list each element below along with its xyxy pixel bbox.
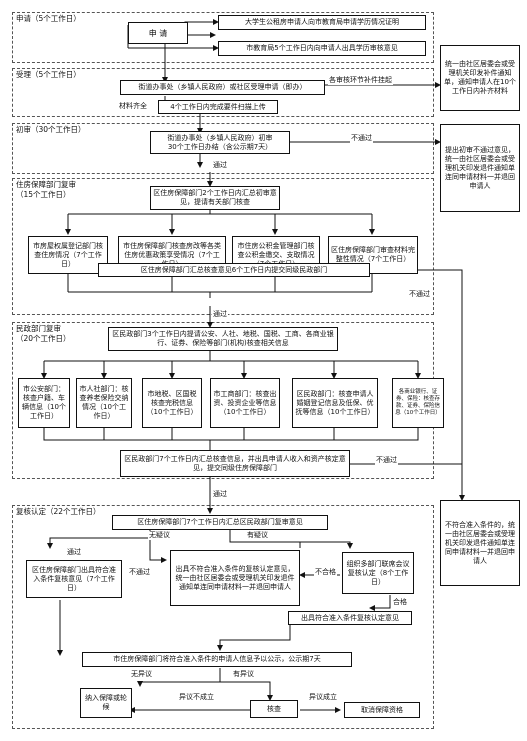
node-right-first-reject: 提出初审不通过意见，统一由社区居委会或受理机关印发退件通知单连同申请材料一并退回… [440,124,520,212]
node-final-cancel: 取消保障资格 [344,702,420,718]
node-civil-summary: 区民政部门7个工作日内汇总核查信息，并出具申请人收入和资产核定意见，提交同级住房… [120,450,350,477]
label-supplement: 各审核环节补件挂起 [328,76,393,85]
node-civil-hr: 市人社部门：核查养老保险交纳情况（10个工作日） [76,378,132,428]
node-apply-education: 市教育局5个工作日内向申请人出具学历审核意见 [218,41,426,56]
label-qualified: 合格 [392,598,408,607]
node-housing-summary: 区住房保障部门2个工作日内汇总初审意见，提请有关部门核查 [150,186,280,210]
section-accept [12,68,434,117]
label-fail-civil: 不通过 [375,456,398,465]
node-civil-marriage: 区民政部门：核查申请人婚姻登记信息及低保、优抚等信息（10个工作日） [292,378,378,428]
node-final-joint: 组织多部门联席会议复核认定（8个工作日） [342,552,414,594]
node-civil-commerce: 市工商部门：核查出资、投资企业等信息（10个工作日） [210,378,280,428]
node-final-qualify: 出具符合准入条件复核认定意见 [288,611,412,625]
section-apply [12,12,434,63]
section-label-first: 初审（30个工作日） [15,125,87,135]
label-pass-first: 通过 [212,161,228,170]
node-civil-tax: 市地税、区国税核查完税信息（10个工作日） [142,378,202,428]
section-label-apply: 申请（5个工作日） [15,14,82,24]
label-pass-final: 通过 [66,548,82,557]
node-accept-upload: 4个工作日内完成要件扫描上传 [158,100,278,114]
node-apply-university: 大学生公租房申请人向市教育局申请学历情况证明 [218,15,426,30]
section-label-civil: 民政部门复审 （20个工作日） [15,324,72,344]
node-right-reject-final: 不符合准入条件的，统一由社区居委会或受理机关印发退件通知单连同申请材料一并退回申… [440,500,520,586]
label-pass-civil: 通过 [212,490,228,499]
label-fail-housing: 不通过 [408,290,431,299]
node-accept-main: 街道办事处（乡镇人民政府）或社区受理申请（即办） [120,80,325,95]
node-final-summary: 区住房保障部门7个工作日内汇总区民政部门复审意见 [112,515,328,530]
node-right-supplement: 统一由社区居委会或受理机关印发补件通知单，通知申请人在10个工作日内补齐材料 [440,45,520,111]
section-label-final: 复核认定（22个工作日） [15,507,102,517]
node-final-pass: 区住房保障部门出具符合准入条件复核意见（7个工作日） [26,560,122,598]
node-final-include: 纳入保障或轮候 [80,688,132,718]
label-doubt: 有疑议 [246,531,269,540]
section-first-review [12,123,434,174]
node-final-publicity: 市住房保障部门将符合准入条件的申请人信息予以公示，公示期7天 [82,652,352,667]
label-complete: 材料齐全 [118,102,148,111]
node-first-main: 街道办事处（乡镇人民政府）初审 30个工作日办结（含公示期7天） [150,131,290,154]
section-label-accept: 受理（5个工作日） [15,70,82,80]
node-housing-property: 市房屋权属登记部门核查住房情况（7个工作日） [28,236,108,274]
label-unqualified: 不合格 [314,568,337,577]
node-civil-police: 市公安部门：核查户籍、车辆信息（10个工作日） [18,378,70,428]
node-civil-bank: 各商业银行、证券、保险：核查存款、证券、保险信息（10个工作日） [392,378,444,428]
label-objection-upheld: 异议成立 [308,693,338,702]
label-fail-final: 不通过 [128,568,151,577]
label-no-doubt: 无疑议 [148,531,171,540]
label-fail-first: 不通过 [350,134,373,143]
section-final-review [12,505,434,729]
label-no-objection: 无异议 [130,670,153,679]
label-pass-housing: 通过 [212,310,228,319]
label-objection-rejected: 异议不成立 [178,693,215,702]
label-objection: 有异议 [232,670,255,679]
node-final-verify: 核查 [250,700,298,718]
section-label-housing: 住房保障部门复审 （15个工作日） [15,180,77,200]
node-civil-request: 区民政部门3个工作日内提请公安、人社、地税、国税、工商、各商业银行、证券、保险等… [108,327,338,351]
node-housing-send: 区住房保障部门汇总核查意见6个工作日内提交同级民政部门 [98,263,370,277]
node-final-reject: 出具不符合准入条件的复核认定意见，统一由社区居委会或受理机关印发退件通知单连同申… [170,550,300,606]
node-apply: 申 请 [128,22,188,44]
